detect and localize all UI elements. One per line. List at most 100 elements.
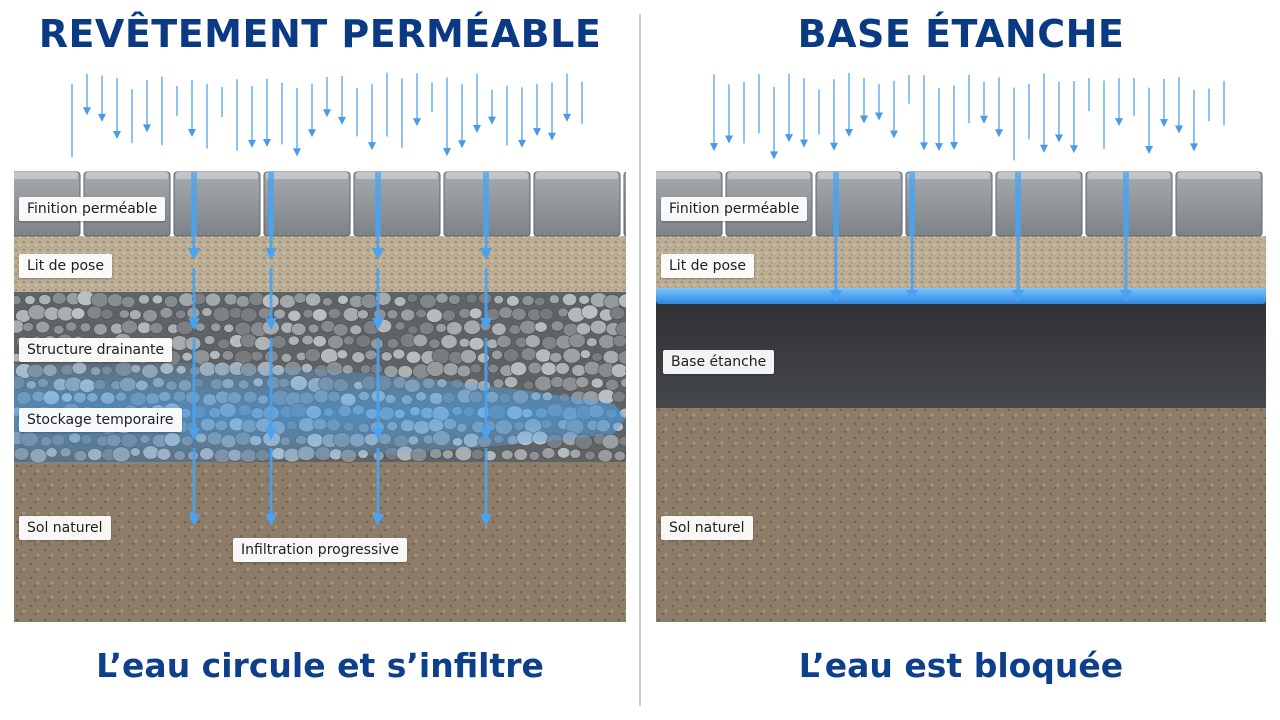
flow-arrow-head [188,318,200,330]
gravel-stone [342,307,360,322]
gravel-stone [129,309,142,320]
gravel-stone [520,347,537,362]
gravel-stone [287,309,302,322]
gravel-stone [332,323,349,337]
gravel-stone [301,334,314,346]
gravel-stone [425,308,443,323]
rain-arrowhead [995,129,1003,138]
rain-arrowhead [1175,125,1183,134]
left-title: REVÊTEMENT PERMÉABLE [38,12,602,56]
gravel-stone [312,335,327,348]
rain-arrowhead [785,134,793,143]
flow-arrow-head [372,318,384,330]
rain-arrowhead [248,139,256,148]
rain-arrowhead [563,113,571,122]
rain-arrowhead [875,112,883,121]
gravel-stone [151,294,164,305]
gravel-stone [121,319,138,335]
gravel-stone [100,308,114,320]
rain-arrowhead [113,131,121,140]
gravel-stone [539,307,554,321]
blocked-flow-arrow-head [830,290,842,302]
paver-block [1175,171,1263,237]
gravel-stone [524,334,541,348]
rain-arrowhead [1160,119,1168,128]
natural-soil-layer-right [656,408,1266,622]
gravel-stone [442,362,459,377]
flow-arrow-head [188,428,200,440]
right-title: BASE ÉTANCHE [797,12,1125,56]
flow-arrow-head [265,248,277,260]
gravel-stone [24,295,36,305]
gravel-stone [571,364,586,377]
gravel-stone [486,338,499,349]
gravel-stone [121,295,136,309]
gravel-stone [250,350,264,362]
rain-arrowhead [518,139,526,148]
gravel-stone [355,334,372,348]
gravel-stone [487,363,499,374]
gravel-stone [584,450,596,461]
gravel-stone [578,294,590,305]
gravel-stone [569,448,582,459]
gravel-stone [465,293,478,304]
gravel-stone [406,293,418,303]
gravel-stone [221,350,234,361]
gravel-stone [540,361,557,376]
blocked-flow-arrow-head [906,290,918,302]
infiltration-arrow-head [372,514,384,526]
gravel-stone [441,309,456,322]
gravel-stone [510,361,527,376]
gravel-stone [14,295,22,306]
gravel-stone [463,319,482,335]
gravel-stone [446,321,463,336]
paver-top-face [356,172,438,179]
gravel-stone [257,307,272,319]
gravel-stone [254,336,272,351]
gravel-stone [412,333,428,347]
gravel-stone [468,307,483,320]
gravel-stone [65,321,78,332]
gravel-stone [235,295,251,308]
gravel-stone [435,323,447,333]
gravel-stone [442,449,454,460]
gravel-stone [534,296,546,307]
gravel-stone [549,351,563,363]
gravel-stone [240,307,258,323]
gravel-stone [541,447,556,460]
paver-top-face [86,172,168,179]
bedding-layer [14,236,626,292]
rain-arrowhead [1040,144,1048,153]
gravel-stone [53,324,65,335]
permeable-cross-section: Finition perméable Lit de pose Structure… [14,168,626,622]
label-infiltration: Infiltration progressive [233,538,408,562]
rain-arrowhead [770,151,778,160]
rain-arrowhead [263,139,271,148]
gravel-stone [612,334,626,348]
rain-arrowhead [143,124,151,133]
flow-arrow-head [265,318,277,330]
paver-top-face [818,172,900,179]
gravel-stone [605,378,620,391]
rain-arrowhead [1190,143,1198,152]
gravel-stone [568,333,586,349]
rain-arrowhead [830,142,838,151]
gravel-stone [496,334,512,348]
gravel-stone [273,308,286,320]
gravel-stone [240,333,258,349]
gravel-stone [320,348,339,364]
label-base: Base étanche [663,350,775,374]
rain-arrowhead [800,139,808,148]
gravel-stone [327,334,344,350]
paver-block [623,171,626,237]
left-caption: L’eau circule et s’infiltre [96,646,544,685]
gravel-stone [609,306,626,320]
gravel-stone [508,324,522,335]
gravel-stone [555,362,570,375]
rain-arrowhead [323,109,331,118]
gravel-stone [270,335,287,349]
gravel-stone [418,321,435,335]
gravel-stone [581,304,599,320]
rain-arrowhead [473,125,481,134]
gravel-stone [287,335,300,346]
